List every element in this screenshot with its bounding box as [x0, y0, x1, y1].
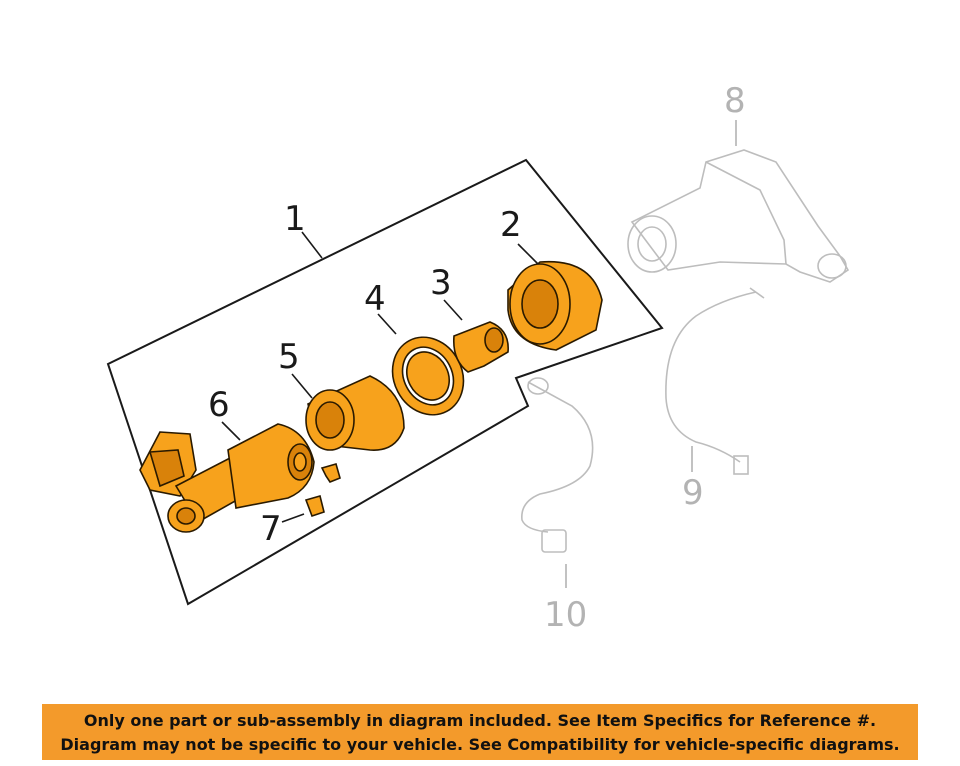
part-6-housing	[139, 423, 315, 533]
disclaimer-banner: Only one part or sub-assembly in diagram…	[42, 704, 918, 760]
callout-4: 4	[364, 279, 386, 319]
part-2-cover	[507, 260, 603, 351]
disclaimer-line-1: Only one part or sub-assembly in diagram…	[83, 711, 877, 730]
part-4-ring	[391, 336, 465, 416]
callout-1: 1	[284, 199, 306, 239]
callout-2: 2	[500, 205, 522, 245]
part-7-clips	[304, 463, 341, 518]
part-9-wire	[665, 287, 765, 475]
part-10-sensor	[521, 377, 594, 553]
callout-9: 9	[682, 473, 704, 513]
part-5-filter	[305, 375, 405, 451]
callout-8: 8	[724, 81, 746, 121]
parts-diagram: 1 2 3 4 5 6 7 8 9 10	[106, 81, 850, 635]
callout-10: 10	[544, 595, 587, 635]
leader-lines	[221, 231, 539, 523]
part-3-adapter	[452, 321, 509, 373]
callout-3: 3	[430, 263, 452, 303]
disclaimer-line-2: Diagram may not be specific to your vehi…	[60, 735, 900, 754]
assembly-boundary	[106, 158, 664, 606]
callout-5: 5	[278, 337, 300, 377]
callout-7: 7	[260, 509, 282, 549]
part-8-intake-duct	[627, 149, 850, 283]
callout-6: 6	[208, 385, 230, 425]
